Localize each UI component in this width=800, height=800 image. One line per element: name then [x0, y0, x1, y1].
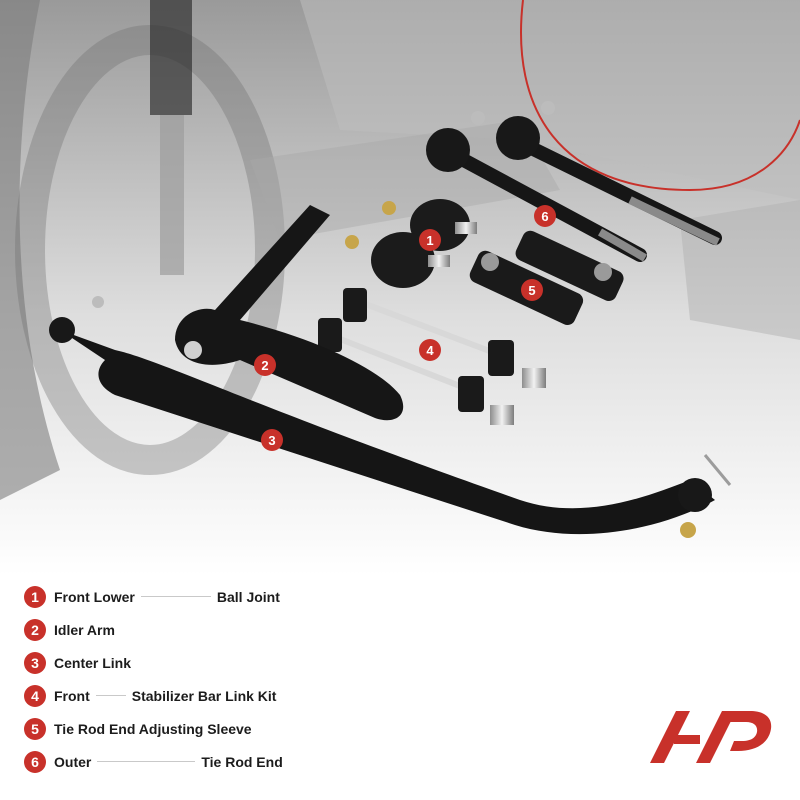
outer-tie-rod-ends — [426, 101, 722, 262]
legend-item-1: 1 Front Lower Ball Joint — [24, 580, 584, 613]
ball-joints — [345, 199, 477, 288]
legend-badge: 4 — [24, 684, 46, 707]
legend-badge: 2 — [24, 618, 46, 641]
legend-label: Idler Arm — [54, 621, 115, 638]
legend-badge: 1 — [24, 585, 46, 608]
svg-text:5: 5 — [528, 283, 535, 298]
callout-5: 5 — [521, 279, 543, 301]
callout-badges: 1 2 3 4 5 6 — [254, 205, 556, 451]
legend-label: Front Lower — [54, 588, 135, 605]
svg-text:6: 6 — [541, 209, 548, 224]
legend-badge: 3 — [24, 651, 46, 674]
legend-badge: 6 — [24, 750, 46, 773]
legend-divider — [140, 596, 211, 597]
legend-badge: 5 — [24, 717, 46, 740]
legend-divider — [95, 695, 126, 696]
legend-item-4: 4 Front Stabilizer Bar Link Kit — [24, 679, 584, 712]
legend-label-suffix: Tie Rod End — [201, 753, 283, 770]
legend-label: Outer — [54, 753, 92, 770]
product-scene: 1 2 3 4 5 6 — [0, 0, 800, 575]
parts-legend: 1 Front Lower Ball Joint 2 Idler Arm 3 C… — [24, 580, 584, 778]
legend-item-5: 5 Tie Rod End Adjusting Sleeve — [24, 712, 584, 745]
svg-text:1: 1 — [426, 233, 433, 248]
svg-text:2: 2 — [261, 358, 268, 373]
legend-item-6: 6 Outer Tie Rod End — [24, 745, 584, 778]
idler-arm — [175, 205, 404, 421]
callout-2: 2 — [254, 354, 276, 376]
legend-label: Tie Rod End Adjusting Sleeve — [54, 720, 252, 737]
callout-1: 1 — [419, 229, 441, 251]
legend-item-3: 3 Center Link — [24, 646, 584, 679]
svg-text:4: 4 — [426, 343, 434, 358]
brand-logo — [650, 711, 772, 763]
legend-divider — [97, 761, 196, 762]
center-link — [49, 296, 732, 538]
legend-label-suffix: Ball Joint — [216, 588, 280, 605]
callout-3: 3 — [261, 429, 283, 451]
callout-6: 6 — [534, 205, 556, 227]
callout-4: 4 — [419, 339, 441, 361]
legend-label: Center Link — [54, 654, 132, 671]
background-chassis — [0, 0, 800, 575]
legend-item-2: 2 Idler Arm — [24, 613, 584, 646]
legend-label-suffix: Stabilizer Bar Link Kit — [131, 687, 277, 704]
stabilizer-bar-links — [318, 288, 546, 425]
svg-text:3: 3 — [268, 433, 275, 448]
legend-label: Front — [54, 687, 90, 704]
